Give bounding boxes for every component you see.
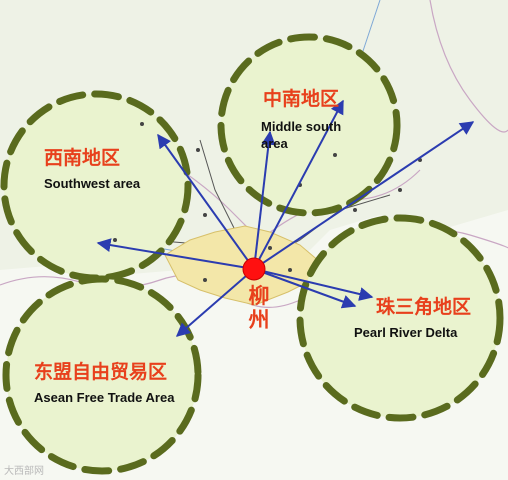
hub-marker: [242, 257, 266, 281]
asean-zone-circle: [2, 275, 202, 475]
arrow-to-middle-north: [253, 130, 276, 270]
arrow-to-west: [96, 238, 255, 270]
hub-label: 柳州: [248, 284, 270, 332]
zone-circles: [0, 33, 504, 475]
arrow-to-southwest: [157, 133, 255, 270]
pearl-river-zone-circle: [296, 214, 504, 422]
pearl-river-title-en: Pearl River Delta: [354, 325, 458, 340]
arrow-to-northeast: [253, 121, 475, 270]
arrow-to-asean: [175, 268, 255, 337]
arrow-to-pearl-river-upper: [253, 268, 374, 301]
arrows: [96, 99, 475, 337]
southwest-title-en: Southwest area: [44, 176, 141, 191]
middle-south-title-en: Middle south area: [261, 119, 342, 151]
arrow-to-pearl-river-lower: [253, 268, 357, 309]
asean-title-en: Asean Free Trade Area: [34, 390, 175, 405]
watermark: 大西部网: [4, 466, 44, 477]
southwest-title-cn: 西南地区: [44, 147, 121, 169]
middle-south-title-cn: 中南地区: [263, 88, 340, 110]
pearl-river-title-cn: 珠三角地区: [376, 296, 472, 318]
asean-title-cn: 东盟自由贸易区: [34, 361, 168, 383]
arrow-to-middle-south: [253, 99, 344, 270]
